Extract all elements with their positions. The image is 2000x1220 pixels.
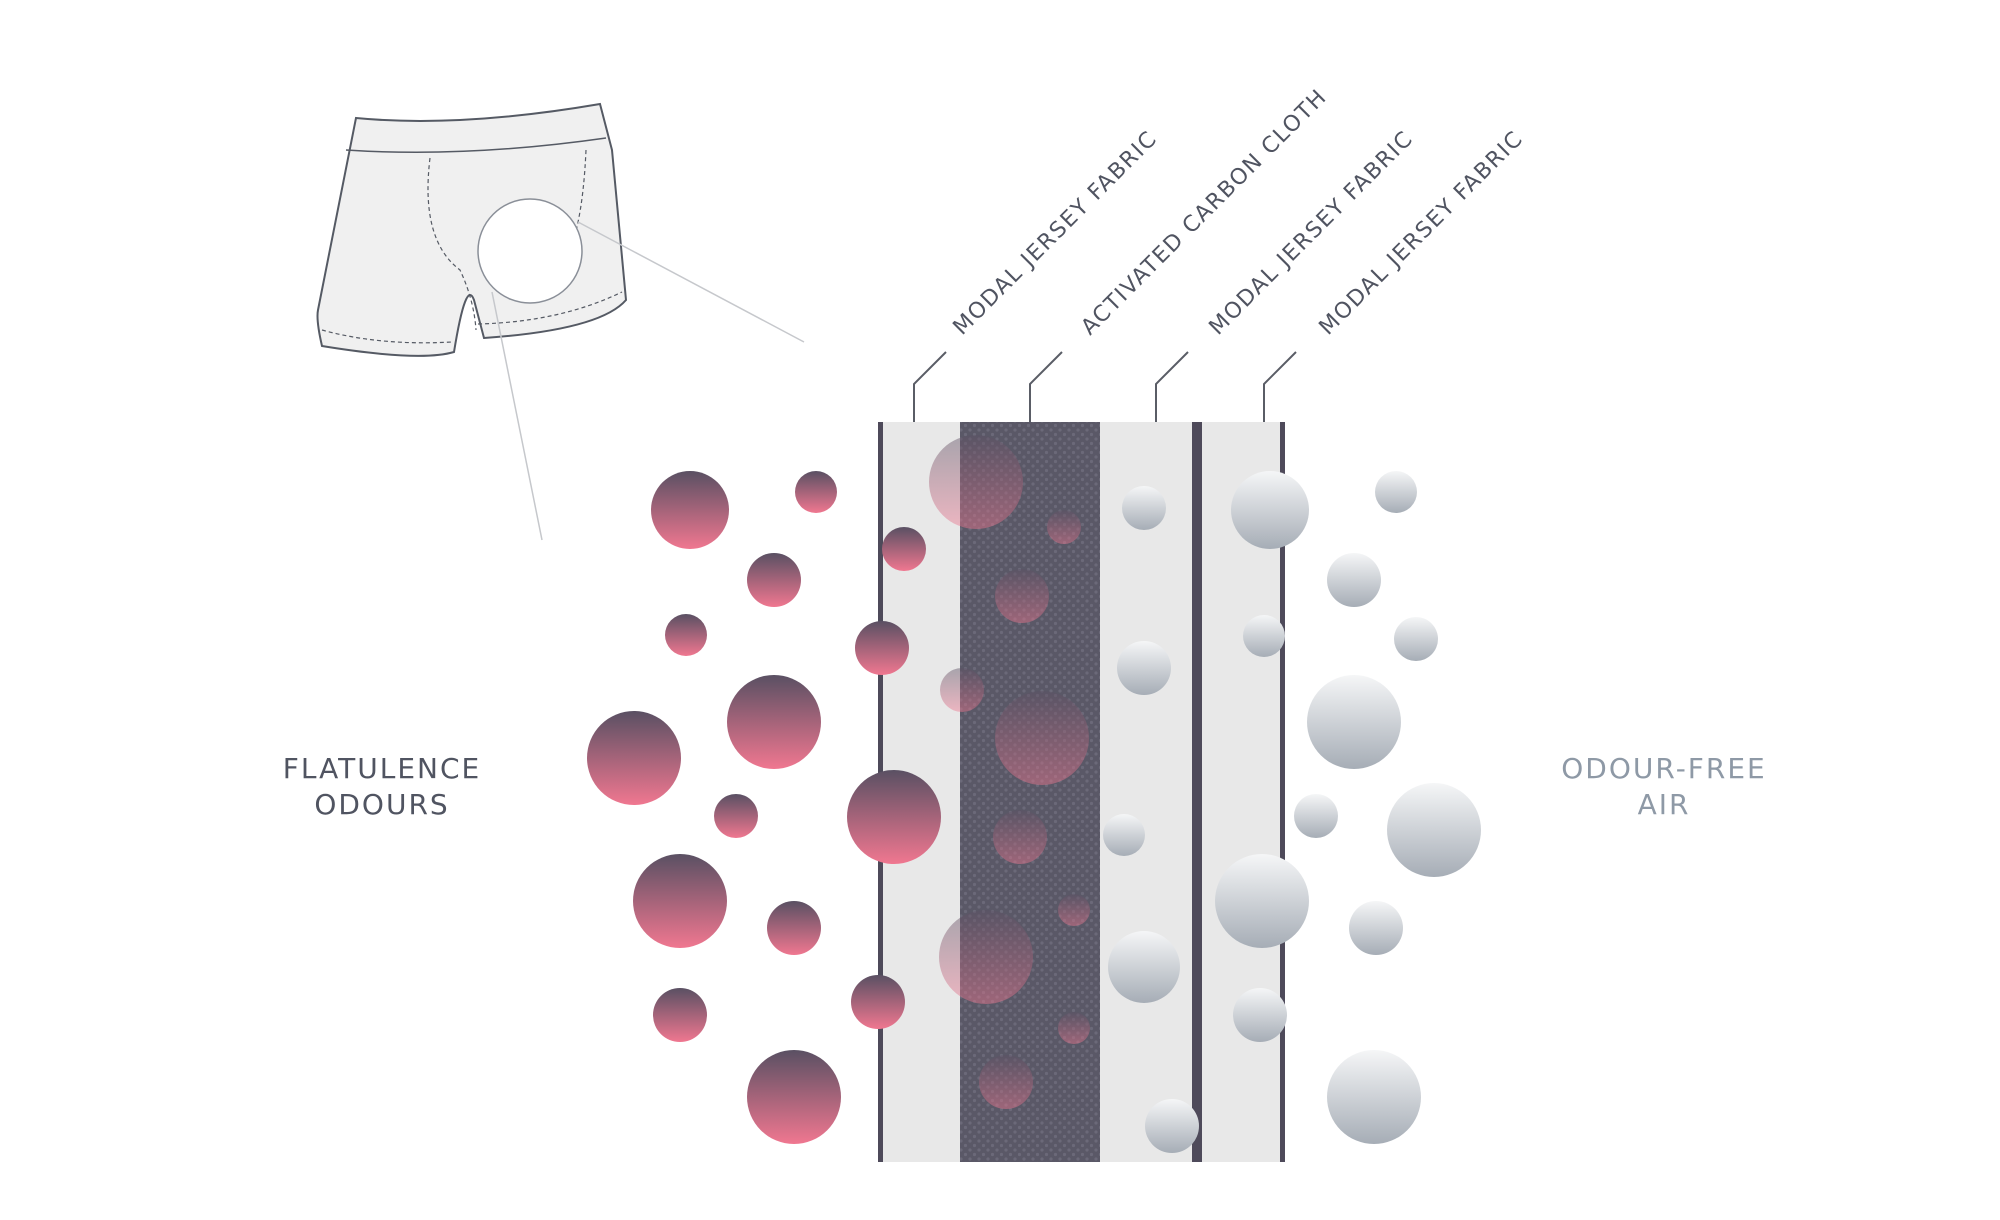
absorbed-particles	[929, 435, 1090, 1109]
layer-label-4: MODAL JERSEY FABRIC	[1315, 126, 1529, 340]
layer-label-2: ACTIVATED CARBON CLOTH	[1077, 85, 1333, 341]
odour-particle	[587, 711, 681, 805]
odour-particle	[714, 794, 758, 838]
absorbed-particle	[993, 810, 1047, 864]
clean-particle	[1327, 553, 1381, 607]
clean-particle	[1215, 854, 1309, 948]
clean-air-particles	[1103, 471, 1481, 1153]
odour-particle	[651, 471, 729, 549]
leader-layer-1	[913, 351, 947, 422]
zoom-circle	[477, 198, 583, 304]
clean-particle	[1233, 988, 1287, 1042]
zoom-line-lower	[491, 291, 543, 541]
briefs-hem-right	[477, 291, 623, 325]
boxer-briefs-icon	[316, 102, 628, 357]
layer-leaders	[913, 351, 1297, 422]
right-label-line-2: AIR	[1638, 788, 1691, 821]
clean-particle	[1375, 471, 1417, 513]
clean-particle	[1117, 641, 1171, 695]
clean-particle	[1327, 1050, 1421, 1144]
absorbed-particle	[940, 668, 984, 712]
clean-particle	[1307, 675, 1401, 769]
odour-particle	[633, 854, 727, 948]
odour-particle	[851, 975, 905, 1029]
odour-particle	[653, 988, 707, 1042]
odour-particle	[855, 621, 909, 675]
right-label-line-1: ODOUR-FREE	[1561, 752, 1767, 785]
briefs-seam	[427, 157, 477, 331]
absorbed-particle	[929, 435, 1023, 529]
absorbed-particle	[1047, 510, 1081, 544]
clean-particle	[1108, 931, 1180, 1003]
leader-layer-3	[1155, 351, 1189, 422]
clean-particle	[1122, 486, 1166, 530]
fabric-stack	[878, 422, 1285, 1162]
odour-particle	[747, 553, 801, 607]
odour-particle	[665, 614, 707, 656]
layer-edge-right	[1280, 422, 1285, 1162]
absorbed-particle	[1058, 1012, 1090, 1044]
odour-particles	[587, 471, 941, 1144]
clean-particle	[1294, 794, 1338, 838]
modal-jersey-layer-2	[1100, 422, 1192, 1162]
odour-particle	[747, 1050, 841, 1144]
leader-layer-4	[1263, 351, 1297, 422]
layer-divider	[1192, 422, 1202, 1162]
odour-particle	[847, 770, 941, 864]
odour-particle	[795, 471, 837, 513]
odour-particle	[767, 901, 821, 955]
absorbed-particle	[939, 910, 1033, 1004]
odour-particle	[882, 527, 926, 571]
left-label-line-1: FLATULENCE	[283, 752, 481, 785]
clean-particle	[1243, 615, 1285, 657]
layer-label-1: MODAL JERSEY FABRIC	[949, 126, 1163, 340]
absorbed-particle	[995, 691, 1089, 785]
layer-label-3: MODAL JERSEY FABRIC	[1205, 126, 1419, 340]
clean-particle	[1145, 1099, 1199, 1153]
clean-particle	[1349, 901, 1403, 955]
left-label-line-2: ODOURS	[314, 788, 449, 821]
absorbed-particle	[995, 569, 1049, 623]
briefs-waistband-line	[345, 137, 607, 154]
clean-particle	[1231, 471, 1309, 549]
clean-particle	[1387, 783, 1481, 877]
clean-particle	[1394, 617, 1438, 661]
clean-particle	[1103, 814, 1145, 856]
absorbed-particle	[1058, 894, 1090, 926]
briefs-hem-left	[321, 329, 453, 344]
odour-particle	[727, 675, 821, 769]
absorbed-particle	[979, 1055, 1033, 1109]
leader-layer-2	[1029, 351, 1063, 422]
zoom-line-upper	[577, 221, 805, 343]
